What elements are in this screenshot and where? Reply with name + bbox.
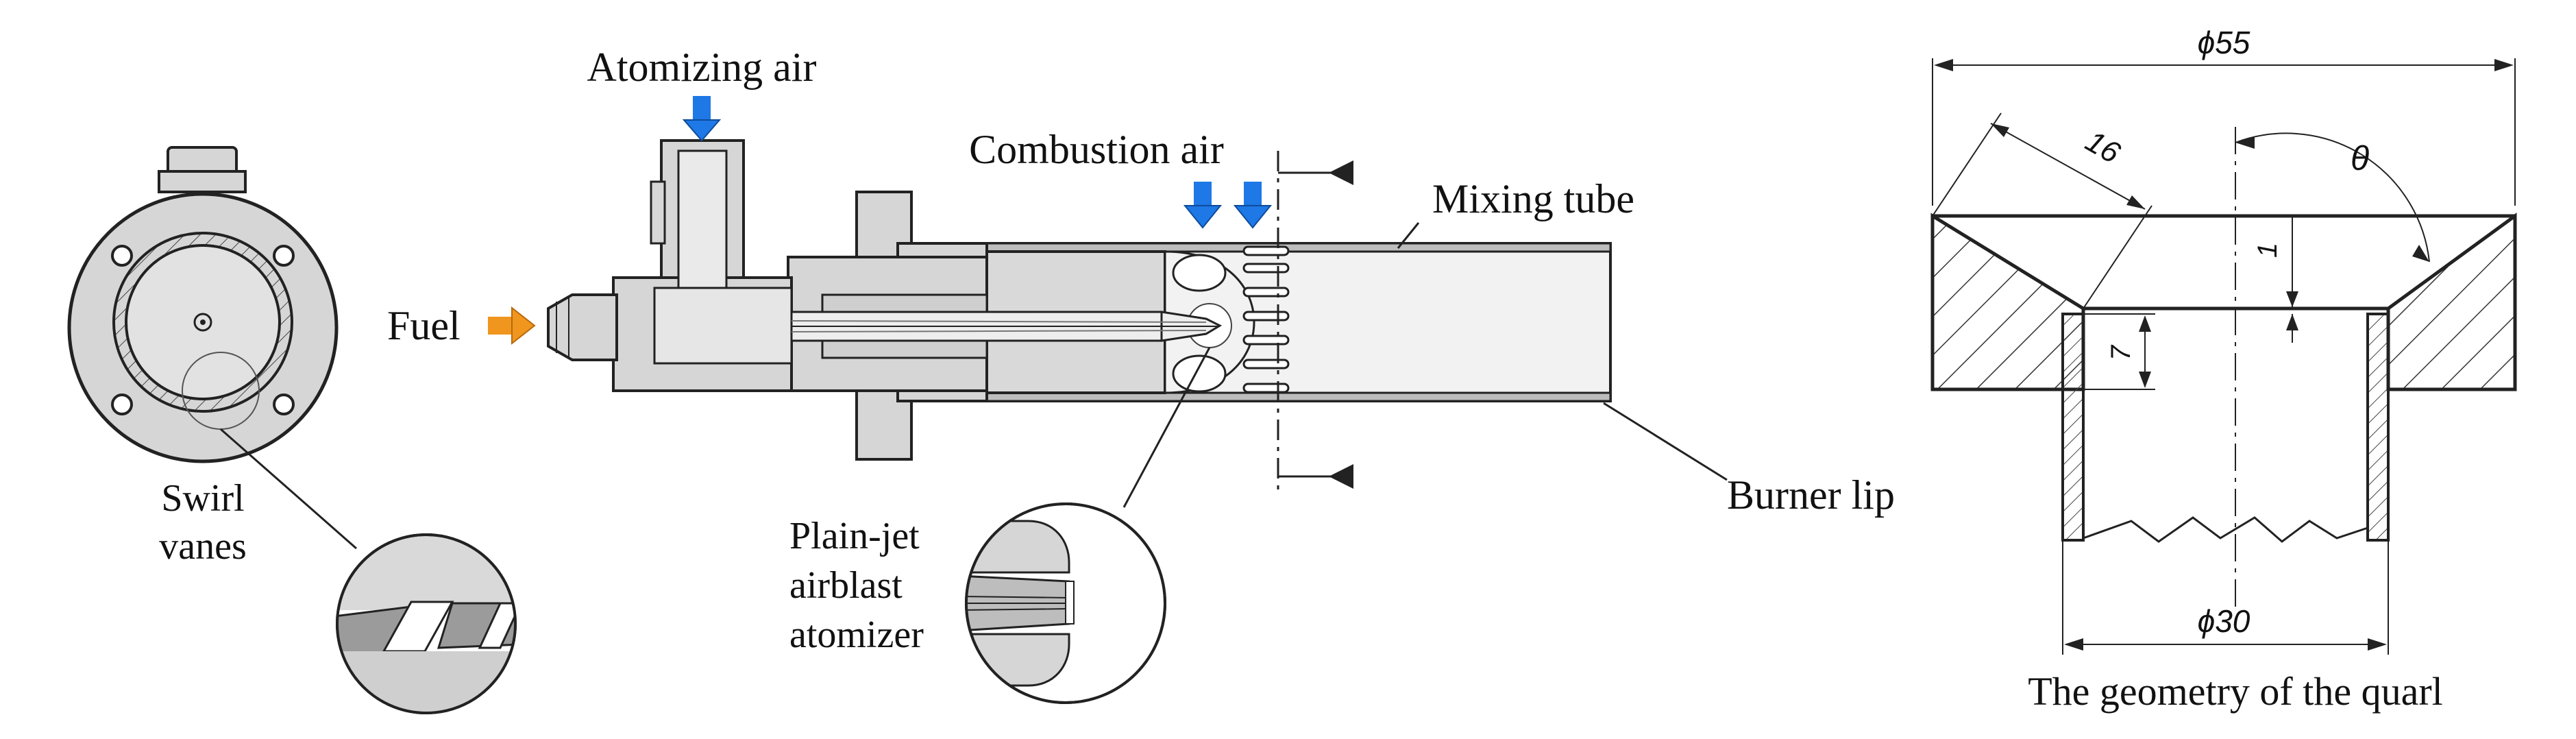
bolt-hole <box>273 393 295 415</box>
atomizing-air-arrow <box>682 96 722 142</box>
atomizer-detail <box>965 502 1166 704</box>
front-view-stub-base <box>158 170 247 193</box>
center-nozzle <box>193 313 212 332</box>
fuel-arrow <box>488 306 536 346</box>
dim-slant-length: 16 <box>2080 124 2126 170</box>
bolt-hole <box>273 245 295 267</box>
atomizer-label-2: airblast <box>789 564 903 607</box>
dim-lip-height: 7 <box>2106 344 2136 361</box>
break-line <box>2083 516 2368 543</box>
swirl-vanes-label-1: Swirl <box>161 477 244 520</box>
quarl-right <box>2386 213 2517 391</box>
atomizer-label-3: atomizer <box>789 614 924 656</box>
fuel-fitting <box>547 293 618 361</box>
mixing-tube-label: Mixing tube <box>1432 176 1634 221</box>
quarl-caption: The geometry of the quarl <box>2028 669 2443 714</box>
swirl-vanes-detail <box>336 533 517 714</box>
combustion-air-arrow <box>1183 182 1223 229</box>
dim-outer-diameter: ϕ55 <box>2198 25 2250 60</box>
combustion-air-arrow <box>1233 182 1273 229</box>
burner-lip-label: Burner lip <box>1727 472 1895 518</box>
quarl-tube-wall <box>2366 313 2390 542</box>
swirl-vanes-label-2: vanes <box>159 525 247 568</box>
dim-step-height: 1 <box>2253 243 2283 258</box>
atomizer-label-1: Plain-jet <box>789 515 920 557</box>
burner-section <box>547 139 1728 508</box>
dim-inner-diameter: ϕ30 <box>2198 603 2250 639</box>
leader-line <box>220 428 357 550</box>
front-view <box>67 146 357 550</box>
bolt-hole <box>111 393 133 415</box>
fuel-label: Fuel <box>387 303 461 348</box>
quarl-geometry <box>1930 58 2517 655</box>
dim-angle: θ <box>2351 139 2369 178</box>
atomizing-air-label: Atomizing air <box>587 45 817 90</box>
quarl-left <box>1930 213 2085 391</box>
bolt-hole <box>111 245 133 267</box>
combustion-air-label: Combustion air <box>969 127 1224 172</box>
air-port <box>1172 354 1227 393</box>
air-port <box>1172 254 1227 292</box>
quarl-tube-wall <box>2061 313 2085 542</box>
